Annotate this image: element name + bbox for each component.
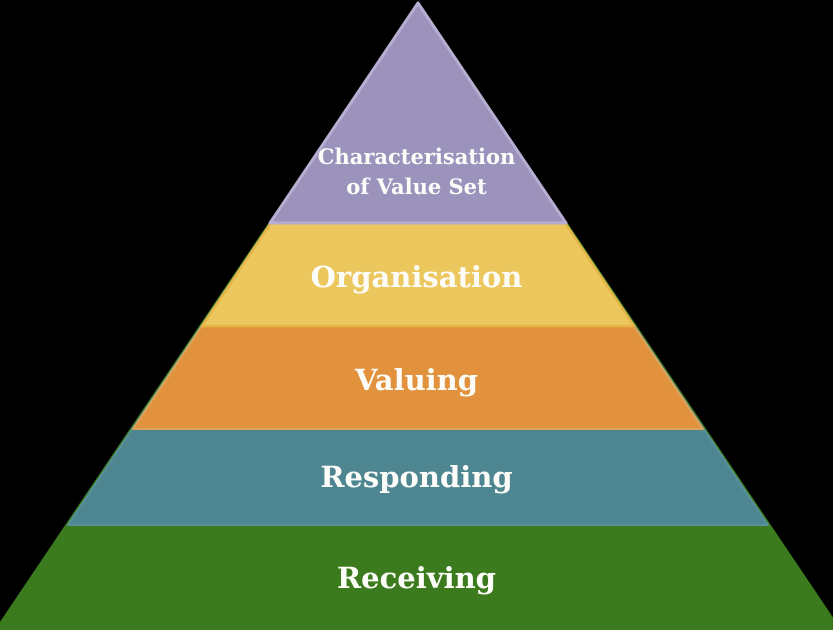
level-characterisation-shape <box>268 1 568 225</box>
